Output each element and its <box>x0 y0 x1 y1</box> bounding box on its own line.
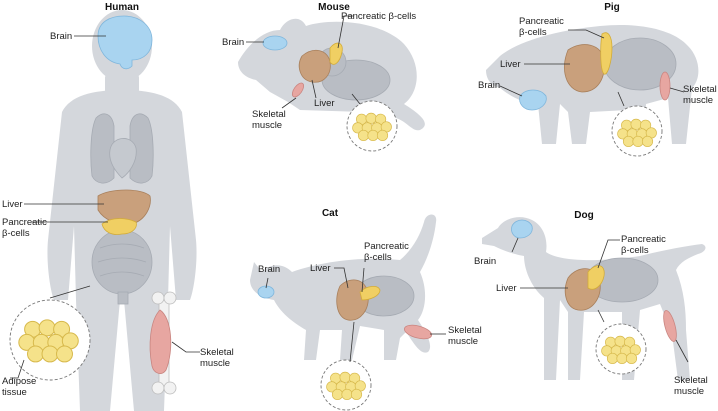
dog-brain <box>511 219 533 239</box>
pig-muscle-leader <box>669 87 685 93</box>
human-panel: Human <box>2 2 234 411</box>
cat-panel: Cat Brain Liver Pancreatic β-cells Skele… <box>250 208 482 411</box>
cat-adipose-tissue <box>326 371 366 401</box>
pig-pancreas-label-1: Pancreatic <box>519 16 564 27</box>
mouse-muscle-label-2: muscle <box>252 120 282 131</box>
cat-pancreas-label-1: Pancreatic <box>364 241 409 252</box>
cat-brain-label: Brain <box>258 264 280 275</box>
pig-title: Pig <box>604 2 620 13</box>
pig-liver <box>564 44 605 93</box>
dog-pancreas-label-2: β-cells <box>621 245 649 256</box>
pig-pancreas-leader <box>568 29 605 39</box>
pig-brain-leader <box>499 85 523 97</box>
mouse-adipose-tissue <box>352 112 392 142</box>
mouse-pancreas-label: Pancreatic β-cells <box>341 11 416 22</box>
pig-adipose-leader <box>617 91 625 107</box>
human-muscle-label-2: muscle <box>200 358 230 369</box>
dog-adipose-leader <box>597 309 605 323</box>
mouse-adipose-leader <box>351 93 361 105</box>
cat-pancreas-leader <box>361 267 365 293</box>
mouse-liver <box>298 49 331 83</box>
pig-skeletal-muscle <box>659 71 671 101</box>
cat-brain-leader <box>265 277 269 289</box>
human-skeletal-muscle <box>149 309 172 374</box>
dog-pancreas-leader <box>597 239 620 269</box>
human-adipose-leader <box>49 285 91 299</box>
mouse-title: Mouse <box>318 2 350 13</box>
dog-brain-leader <box>511 237 519 253</box>
human-muscle-leader <box>171 341 200 353</box>
dog-pancreas-label-1: Pancreatic <box>621 234 666 245</box>
pig-brain-label: Brain <box>478 80 500 91</box>
human-adipose-tissue <box>18 319 79 363</box>
cat-pancreas <box>359 286 381 301</box>
mouse-pancreas-leader <box>337 15 354 49</box>
pig-muscle-label-1: Skeletal <box>683 84 717 95</box>
cat-muscle-label-1: Skeletal <box>448 325 482 336</box>
human-pancreas-label-2: β-cells <box>2 228 30 239</box>
dog-adipose-tissue <box>601 335 641 365</box>
cat-skeletal-muscle <box>403 324 433 340</box>
cat-liver-leader <box>334 267 349 289</box>
human-thorax <box>90 113 154 184</box>
human-pancreas-label-1: Pancreatic <box>2 217 47 228</box>
dog-muscle-label-2: muscle <box>674 386 704 397</box>
cat-pancreas-label-2: β-cells <box>364 252 392 263</box>
human-muscle-label-1: Skeletal <box>200 347 234 358</box>
cat-title: Cat <box>322 208 339 219</box>
pig-panel: Pig Pancreatic β-cells Liver Brain Skele… <box>478 2 717 157</box>
human-liver-label: Liver <box>2 199 23 210</box>
mouse-skeletal-muscle <box>291 82 305 98</box>
cat-muscle-label-2: muscle <box>448 336 478 347</box>
human-adipose-label-leader <box>10 359 25 379</box>
dog-muscle-leader <box>675 339 689 363</box>
human-adipose-label-2: tissue <box>2 387 27 398</box>
pig-muscle-label-2: muscle <box>683 95 713 106</box>
pig-adipose-tissue <box>617 118 657 148</box>
pig-pancreas <box>600 32 613 75</box>
mouse-pancreas <box>329 42 343 65</box>
pig-pancreas-label-2: β-cells <box>519 27 547 38</box>
human-brain-label: Brain <box>50 31 72 42</box>
dog-skeletal-muscle <box>663 310 677 342</box>
mouse-brain-label: Brain <box>222 37 244 48</box>
mouse-muscle-label-1: Skeletal <box>252 109 286 120</box>
dog-panel: Dog Brain Pancreatic β-cells Liver Skele… <box>474 210 708 397</box>
human-intestines <box>91 229 153 305</box>
mouse-muscle-leader <box>281 97 297 109</box>
cat-liver <box>336 279 369 321</box>
dog-liver-label: Liver <box>496 283 517 294</box>
pig-liver-label: Liver <box>500 59 521 70</box>
mouse-brain <box>262 35 288 51</box>
human-title: Human <box>105 2 139 13</box>
dog-brain-label: Brain <box>474 256 496 267</box>
pig-brain <box>519 89 547 111</box>
mouse-panel: Mouse Brain Pancreatic β-cells Liver Ske… <box>222 2 425 152</box>
mouse-liver-leader <box>311 79 317 99</box>
dog-pancreas <box>587 265 605 290</box>
dog-muscle-label-1: Skeletal <box>674 375 708 386</box>
human-brain <box>97 15 153 70</box>
mouse-liver-label: Liver <box>314 98 335 109</box>
human-liver <box>97 189 151 225</box>
cat-liver-label: Liver <box>310 263 331 274</box>
cat-adipose-leader <box>349 321 355 363</box>
human-pancreas <box>101 218 137 235</box>
dog-title: Dog <box>574 210 593 221</box>
human-adipose-label-1: Adipose <box>2 376 36 387</box>
